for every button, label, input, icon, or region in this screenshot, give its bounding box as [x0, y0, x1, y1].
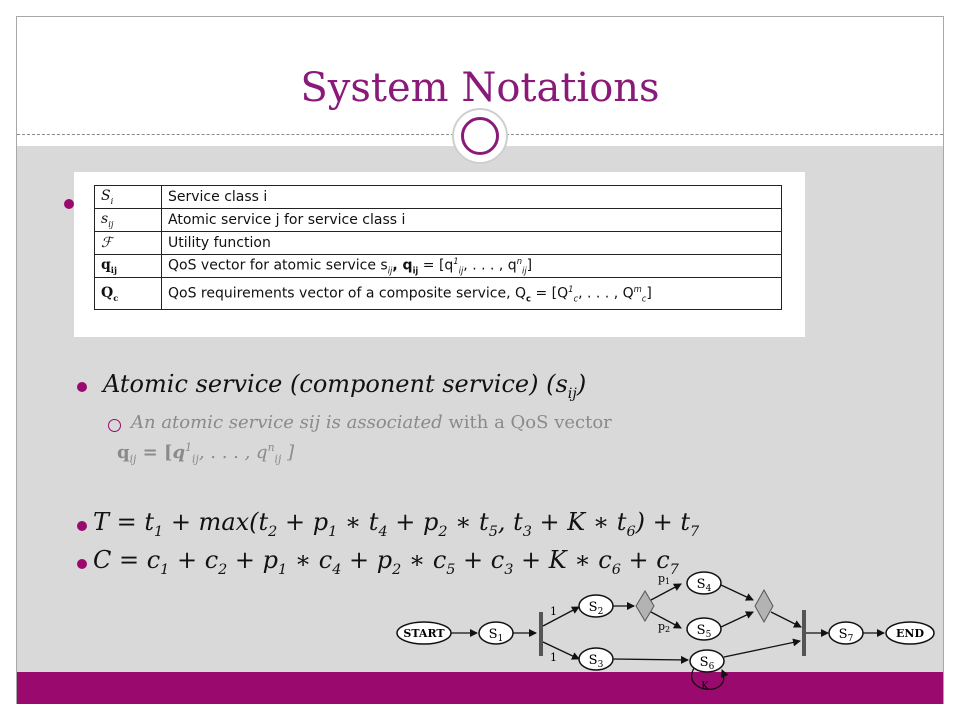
atomic-service-heading: Atomic service (component service) (sij) [103, 370, 587, 402]
table-row: Qc QoS requirements vector of a composit… [94, 277, 782, 310]
table-row: ℱ Utility function [94, 231, 782, 255]
split-bar [539, 612, 543, 656]
circle-ornament-icon [452, 108, 508, 164]
edge [770, 611, 802, 628]
loop-k-label: K [701, 681, 709, 692]
table-row: sij Atomic service j for service class i [94, 208, 782, 232]
table-cell-desc: Service class i [161, 185, 782, 209]
edge [612, 655, 689, 664]
start-label: START [403, 627, 445, 640]
edge [650, 583, 682, 601]
atomic-service-desc-line2: qij = [q1ij, . . . , qnij ] [117, 441, 295, 466]
table-cell-desc: Atomic service j for service class i [161, 208, 782, 232]
svg-text:S7: S7 [839, 627, 854, 644]
table-cell-symbol: Qc [94, 277, 162, 310]
notation-table: Si Service class i sij Atomic service j … [94, 185, 782, 310]
bullet-dot-notation [64, 199, 74, 209]
table-row: Si Service class i [94, 185, 782, 209]
table-cell-symbol: ℱ [94, 231, 162, 255]
svg-text:S6: S6 [700, 655, 715, 672]
svg-text:S5: S5 [697, 623, 712, 640]
notation-table-image: Si Service class i sij Atomic service j … [74, 172, 805, 337]
loop-edge [691, 667, 729, 690]
bullet-dot-atomic [77, 382, 87, 392]
prob-p2-label: p2 [658, 620, 670, 634]
edge [720, 611, 754, 628]
circle-ornament-inner [461, 117, 499, 155]
node-s2: S2 [578, 594, 614, 618]
end-label: END [896, 627, 924, 640]
edge [542, 606, 580, 627]
formula-time: T = t1 + max(t2 + p1 ∗ t4 + p2 ∗ t5, t3 … [93, 508, 700, 540]
node-s5: S5 [686, 617, 722, 641]
edge [542, 641, 580, 660]
branch-weight-bottom: 1 [550, 651, 557, 664]
formula-cost: C = c1 + c2 + p1 ∗ c4 + p2 ∗ c5 + c3 + K… [93, 546, 679, 578]
svg-text:S2: S2 [589, 600, 604, 617]
edge [650, 611, 682, 629]
bullet-dot-formula-t [77, 521, 87, 531]
node-s1: S1 [478, 621, 514, 645]
prob-p1-label: p1 [658, 572, 670, 586]
branch-weight-top: 1 [550, 605, 557, 618]
bullet-dot-formula-c [77, 559, 87, 569]
svg-text:S3: S3 [589, 653, 604, 670]
svg-text:S4: S4 [697, 577, 712, 594]
atomic-service-desc-line1: An atomic service sij is associated with… [131, 412, 612, 433]
bottom-band [17, 672, 943, 704]
svg-text:S1: S1 [489, 627, 504, 644]
workflow-diagram: START S1 1 1 S2 p1 p2 S4 [396, 571, 935, 692]
edge [720, 584, 754, 601]
table-cell-symbol: qij [94, 254, 162, 278]
start-node: START [396, 621, 452, 645]
table-cell-symbol: sij [94, 208, 162, 232]
table-cell-desc: QoS requirements vector of a composite s… [161, 277, 782, 310]
node-s3: S3 [578, 647, 614, 671]
end-node: END [885, 621, 935, 645]
edge [723, 638, 801, 658]
node-s6: S6 [689, 649, 725, 673]
slide-title: System Notations [300, 65, 660, 111]
node-s7: S7 [828, 621, 864, 645]
table-row: qij QoS vector for atomic service sij, q… [94, 254, 782, 278]
decision-diamond-split [635, 590, 655, 622]
table-cell-symbol: Si [94, 185, 162, 209]
join-bar [802, 610, 806, 656]
table-cell-desc: Utility function [161, 231, 782, 255]
sub-bullet-circle-icon [108, 419, 121, 432]
node-s4: S4 [686, 571, 722, 595]
decision-diamond-merge [754, 588, 774, 624]
table-cell-desc: QoS vector for atomic service sij, qij =… [161, 254, 782, 278]
